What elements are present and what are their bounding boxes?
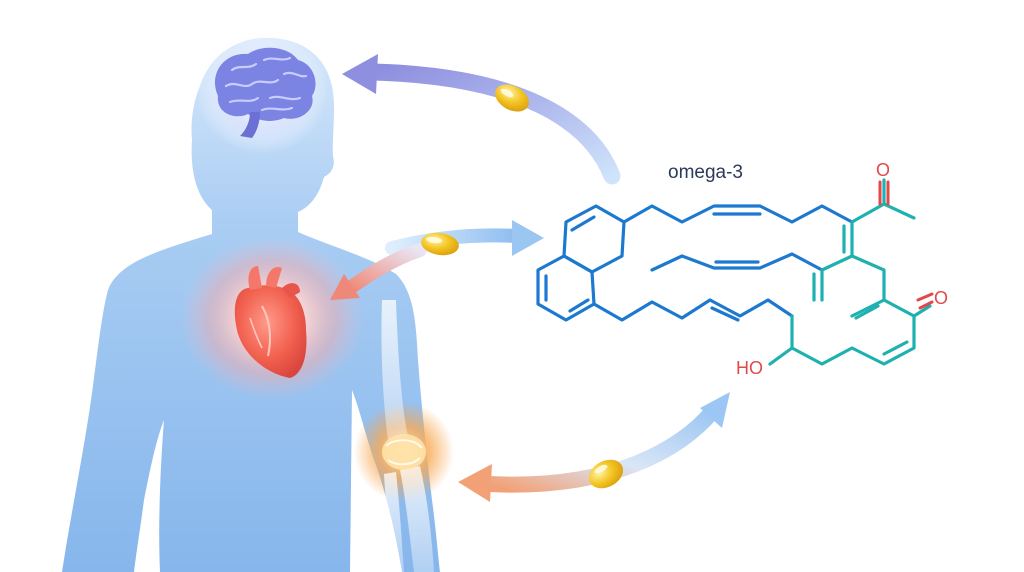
molecule-bonds-heteroatom (878, 180, 934, 310)
brain-icon (214, 47, 316, 138)
carbonyl-oxygen-right-label: O (934, 288, 948, 308)
carbonyl-oxygen-top-label: O (876, 160, 890, 180)
heart-icon (234, 266, 307, 378)
omega3-capsule-icon (588, 459, 624, 489)
omega3-capsule-icon (495, 84, 529, 112)
arrow-to-molecule (385, 220, 544, 256)
arrow-molecule-to-joint (458, 392, 730, 502)
molecule-name-label: omega-3 (668, 162, 743, 183)
omega3-capsule-icon (421, 232, 459, 256)
elbow-joint-icon (381, 300, 434, 572)
hydroxyl-group-label: HO (736, 358, 763, 378)
arrow-molecule-to-brain (342, 54, 621, 185)
arrow-to-heart (330, 243, 427, 300)
molecule-bonds-teal (768, 178, 932, 366)
omega3-molecule (536, 178, 934, 366)
molecule-bonds-blue (536, 204, 854, 322)
